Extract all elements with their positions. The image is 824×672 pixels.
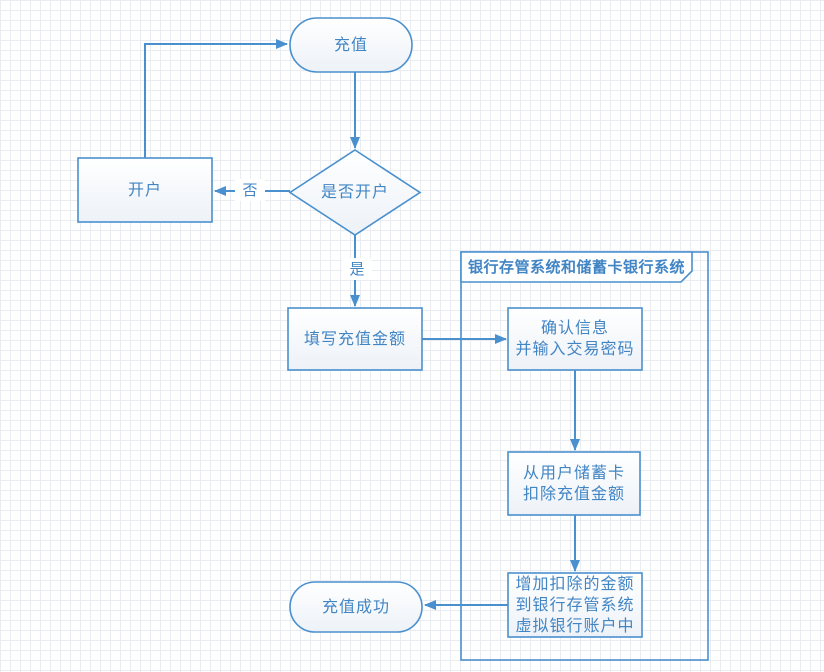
confirm-info-node[interactable] [507, 307, 643, 371]
fill-amount-node[interactable] [287, 307, 423, 371]
edge-open-account-to-start[interactable] [144, 39, 288, 158]
open-account-node[interactable] [77, 157, 213, 223]
system-frame-title-tab[interactable] [460, 251, 693, 283]
deduct-amount-node[interactable] [507, 451, 641, 516]
success-node[interactable] [289, 581, 423, 633]
add-amount-node[interactable] [507, 572, 643, 638]
start-node[interactable] [289, 17, 413, 73]
decision-node[interactable] [288, 149, 422, 236]
